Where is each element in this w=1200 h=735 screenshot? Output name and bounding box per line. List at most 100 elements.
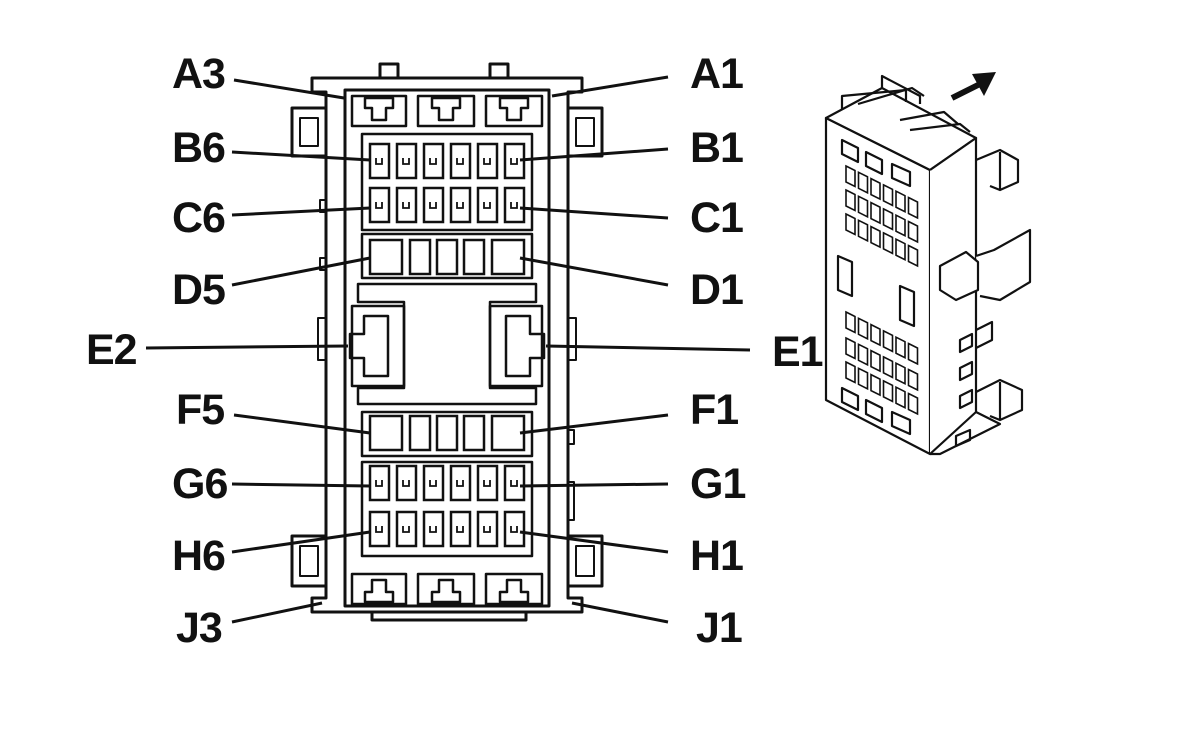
pin-cavity-c5: [395, 186, 418, 224]
label-h1: H1: [690, 532, 743, 580]
pin-cavity-f4: [408, 414, 432, 452]
label-c6: C6: [172, 194, 225, 242]
pin-cavity-d5: [368, 238, 404, 276]
iso-cavity-1-5: [907, 220, 919, 244]
label-b1: B1: [690, 124, 743, 172]
iso-cavity-3-5: [907, 342, 919, 366]
pin-cavity-f5: [368, 414, 404, 452]
label-b6: B6: [172, 124, 225, 172]
pin-cavity-d2: [462, 238, 486, 276]
connector-isometric-view: [824, 74, 1032, 456]
iso-cavity-4-5: [907, 368, 919, 392]
iso-cavity-1-3: [882, 207, 894, 231]
iso-cavity-4-3: [882, 355, 894, 379]
label-d5: D5: [172, 266, 225, 314]
iso-cavity-2-5: [907, 244, 919, 268]
iso-cavity-2-4: [895, 237, 906, 261]
label-j3: J3: [176, 604, 222, 652]
iso-cavity-2-1: [857, 219, 869, 243]
iso-cavity-0-5: [907, 196, 919, 220]
iso-cavity-1-1: [857, 195, 869, 219]
direction-arrow-icon: [950, 72, 996, 101]
iso-cavity-5-0: [845, 360, 856, 384]
iso-cavity-0-3: [882, 183, 894, 207]
iso-cavity-4-1: [857, 343, 869, 367]
iso-cavity-0-1: [857, 171, 869, 195]
pin-latch-h1: [510, 526, 518, 533]
label-c1: C1: [690, 194, 743, 242]
pin-latch-c5: [402, 202, 410, 209]
pin-cavity-d1: [490, 238, 526, 276]
label-e2: E2: [86, 326, 137, 374]
pin-cavity-b5: [395, 142, 418, 180]
pin-cavity-g1: [503, 464, 526, 502]
label-d1: D1: [690, 266, 743, 314]
isometric-pin-cavities: [845, 164, 919, 416]
label-j1: J1: [696, 604, 742, 652]
label-h6: H6: [172, 532, 225, 580]
pin-cavity-g2: [476, 464, 499, 502]
pin-latch-g3: [456, 480, 464, 487]
pin-cavity-h2: [476, 510, 499, 548]
pin-cavity-c2: [476, 186, 499, 224]
iso-cavity-5-5: [907, 392, 919, 416]
iso-cavity-0-2: [870, 177, 881, 201]
pin-cavity-f3: [435, 414, 459, 452]
pin-latch-h2: [483, 526, 491, 533]
iso-cavity-3-1: [857, 317, 869, 341]
iso-cavity-3-0: [845, 310, 856, 334]
iso-cavity-4-4: [895, 361, 906, 385]
label-f1: F1: [690, 386, 738, 434]
iso-cavity-2-2: [870, 225, 881, 249]
pin-cavity-g3: [449, 464, 472, 502]
pin-latch-c6: [375, 202, 383, 209]
pin-cavity-f2: [462, 414, 486, 452]
pin-cavity-f1: [490, 414, 526, 452]
pin-latch-h5: [402, 526, 410, 533]
iso-cavity-5-1: [857, 367, 869, 391]
pin-cavity-h3: [449, 510, 472, 548]
iso-cavity-4-0: [845, 336, 856, 360]
label-g1: G1: [690, 460, 745, 508]
pin-latch-c2: [483, 202, 491, 209]
pin-latch-c3: [456, 202, 464, 209]
iso-cavity-1-4: [895, 213, 906, 237]
iso-cavity-2-0: [845, 212, 856, 236]
pin-cavity-h1: [503, 510, 526, 548]
pin-latch-h6: [375, 526, 383, 533]
pin-latch-b2: [483, 158, 491, 165]
pin-cavity-b3: [449, 142, 472, 180]
pin-labels: A3 A1 B6 B1 C6 C1 D5 D1 E2 E1 F5 F1 G6 G…: [86, 50, 824, 652]
iso-cavity-1-0: [845, 188, 856, 212]
pin-latch-g1: [510, 480, 518, 487]
pin-latch-b1: [510, 158, 518, 165]
iso-cavity-5-3: [882, 379, 894, 403]
pin-cavity-h5: [395, 510, 418, 548]
pin-latch-b3: [456, 158, 464, 165]
pin-cavity-g4: [422, 464, 445, 502]
pin-cavity-c6: [368, 186, 391, 224]
iso-cavity-3-4: [895, 335, 906, 359]
iso-cavity-3-3: [882, 329, 894, 353]
iso-cavity-5-4: [895, 385, 906, 409]
pin-latch-g4: [429, 480, 437, 487]
label-g6: G6: [172, 460, 227, 508]
pin-cavity-g5: [395, 464, 418, 502]
pin-cavity-c4: [422, 186, 445, 224]
pin-cavity-b4: [422, 142, 445, 180]
iso-cavity-5-2: [870, 373, 881, 397]
iso-cavity-2-3: [882, 231, 894, 255]
label-a3: A3: [172, 50, 225, 98]
leader-lines: [145, 75, 751, 624]
pin-latch-h4: [429, 526, 437, 533]
pin-latch-g6: [375, 480, 383, 487]
pin-cavity-d3: [435, 238, 459, 276]
pin-cavity-h4: [422, 510, 445, 548]
pin-cavity-c1: [503, 186, 526, 224]
pin-cavities: [368, 142, 526, 548]
pin-cavity-c3: [449, 186, 472, 224]
iso-cavity-3-2: [870, 323, 881, 347]
iso-cavity-4-2: [870, 349, 881, 373]
pin-latch-b5: [402, 158, 410, 165]
